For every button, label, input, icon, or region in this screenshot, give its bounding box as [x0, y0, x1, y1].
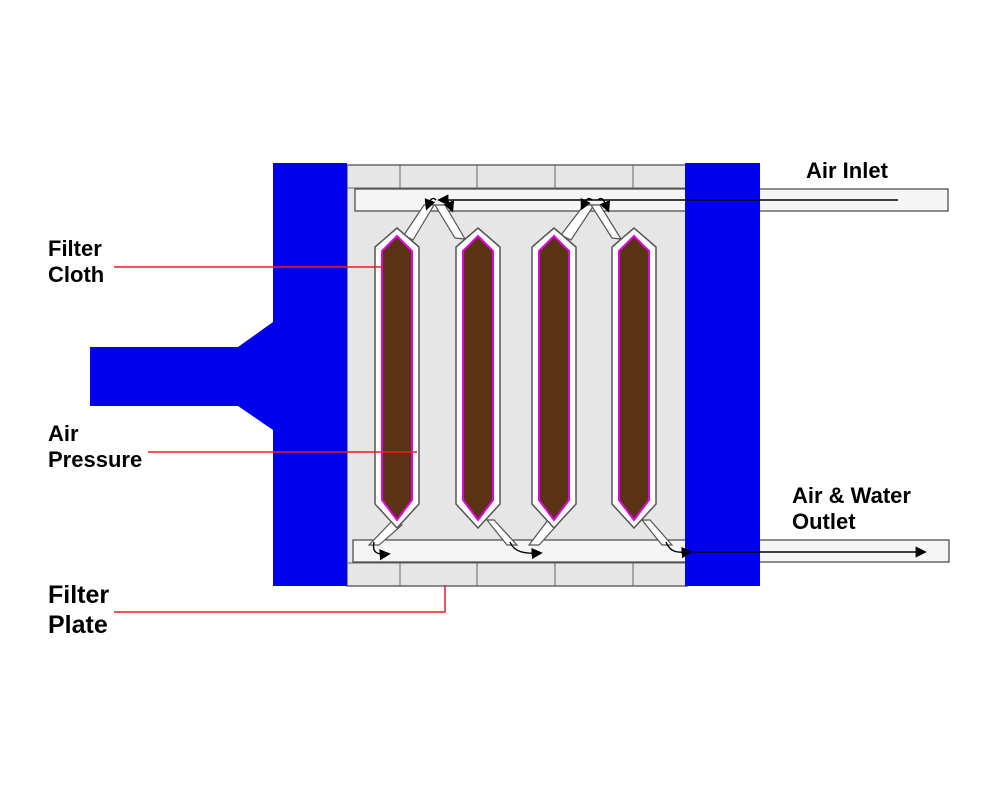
filter-cake-2 [455, 227, 501, 530]
outlet-merge-arrow-3 [665, 541, 693, 559]
filter-cake-3 [531, 227, 577, 530]
filter-plate-leader [114, 585, 446, 613]
inlet-branch-arrow-1 [424, 197, 437, 211]
filter-plate-label-line-1: Filter [48, 581, 110, 609]
inlet-branch-arrow-3 [580, 197, 593, 211]
flow-arrows [372, 194, 927, 561]
air-pressure-label-line-2: Pressure [48, 447, 143, 473]
filter-plate-label: Filter Plate [48, 580, 109, 640]
outlet-merge-arrow-2 [509, 541, 543, 560]
filter-cake-1 [374, 227, 420, 530]
outlet-label-line-2: Outlet [792, 509, 856, 535]
air-water-outlet-label: Air & Water Outlet [792, 483, 911, 536]
air-pressure-label-line-1: Air [48, 421, 79, 446]
leader-lines [114, 266, 446, 613]
outlet-pipe [352, 539, 950, 563]
filter-cloth-label-line-1: Filter [48, 236, 102, 261]
filter-cloth-label: Filter Cloth [48, 236, 104, 289]
filter-cakes [374, 227, 657, 530]
inlet-branch-arrow-2 [441, 197, 455, 213]
air-pressure-label: Air Pressure [48, 421, 142, 474]
filter-cake-4 [611, 227, 657, 530]
inlet-branch-arrow-4 [597, 197, 611, 213]
filter-cloth-label-line-2: Cloth [48, 262, 105, 288]
filter-plate-label-line-2: Plate [48, 611, 108, 639]
air-inlet-label: Air Inlet [806, 158, 888, 184]
outlet-merge-arrow-1 [372, 541, 391, 561]
flow-channels [367, 204, 674, 546]
air-inlet-label-text: Air Inlet [806, 158, 888, 183]
right-frame [685, 163, 760, 586]
outlet-label-line-1: Air & Water [792, 483, 911, 508]
left-frame-with-ram [90, 163, 347, 586]
